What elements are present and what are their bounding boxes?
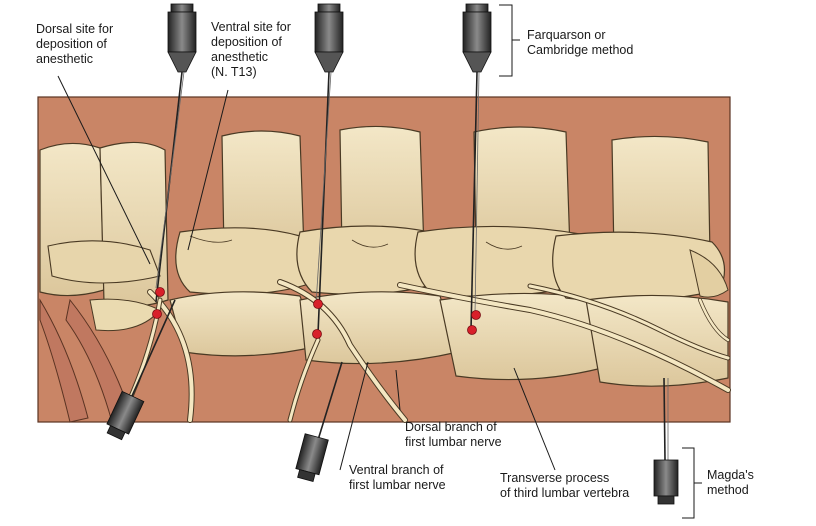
label-dorsal-site: Dorsal site for deposition of anesthetic [36,22,114,66]
injection-site [471,310,481,320]
vertebra-3 [296,125,459,365]
syringe-left-top [155,3,197,303]
label-ventral-site: Ventral site for deposition of anestheti… [211,20,291,79]
injection-site [312,329,322,339]
injection-site [152,309,162,319]
injection-site [155,287,165,297]
injection-site [467,325,477,335]
vertebra-5 [552,135,729,387]
syringe-magda [653,377,679,505]
label-transverse-process: Transverse process of third lumbar verte… [500,471,630,500]
injection-sites [152,287,481,339]
label-dorsal-branch: Dorsal branch of first lumbar nerve [405,420,502,449]
label-magda-method: Magda's method [707,468,754,497]
vertebra-1 [39,141,169,332]
injection-site [313,299,323,309]
syringe-middle-top [314,3,344,335]
syringe-left-bottom [106,299,176,441]
syringe-right-top [462,3,492,331]
label-ventral-branch: Ventral branch of first lumbar nerve [349,463,446,492]
leader-lines [57,4,702,519]
label-farquarson-method: Farquarson or Cambridge method [527,28,634,57]
syringe-middle-bottom [295,361,343,482]
vertebra-2 [169,130,324,357]
